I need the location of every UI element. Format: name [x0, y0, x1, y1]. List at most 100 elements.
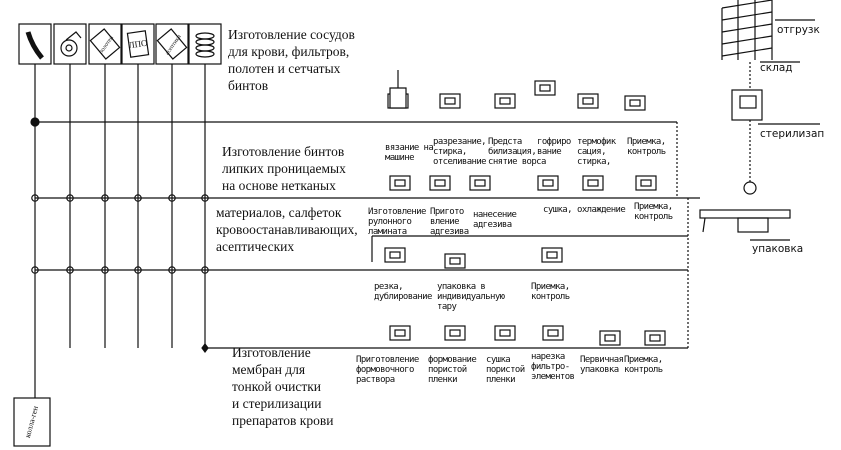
machine-icon: [534, 80, 556, 96]
tag: [156, 28, 188, 60]
fabric-icon: полотен: [88, 23, 122, 65]
machine-panel: [434, 179, 446, 187]
roll: [60, 39, 78, 57]
collagen-box: [13, 397, 51, 447]
junction-dot: [201, 194, 209, 202]
stack-icon: [188, 23, 222, 65]
machine-panel: [604, 334, 616, 342]
junction-dot: [30, 117, 40, 127]
process-label-row2: сушка,: [543, 205, 573, 215]
process-label-row1: разрезание, стирка, отселивание: [433, 137, 487, 167]
shelf: [721, 23, 773, 33]
process-label-row4: Приемка, контроль: [624, 355, 663, 375]
machine-panel: [444, 97, 456, 105]
machine-panel: [389, 251, 401, 259]
disk: [195, 50, 215, 58]
shelf: [721, 35, 773, 45]
machine-panel: [547, 329, 559, 337]
machine-icon: [582, 175, 604, 191]
aseptic-icon: асептики: [155, 23, 189, 65]
machine-panel: [587, 179, 599, 187]
machine-icon: [389, 325, 411, 341]
process-label-row2: Приемка, контроль: [634, 202, 673, 222]
machine-icon: [577, 93, 599, 109]
machine-panel: [449, 257, 461, 265]
sterilizer-window: [739, 95, 757, 109]
machine-panel: [629, 99, 641, 107]
machine-head: [743, 181, 757, 195]
junction-dot: [101, 266, 109, 274]
machine-icon: [624, 95, 646, 111]
label-sterilization: стерилизап: [760, 128, 825, 140]
tag: [89, 28, 121, 60]
process-label-row2: охлаждение: [577, 205, 626, 215]
packaging-machine-icon: [699, 181, 791, 233]
machine-panel: [474, 179, 486, 187]
junction-dot: [66, 266, 74, 274]
process-label-row3: Приемка, контроль: [531, 282, 570, 302]
collagen-label: колла-ген: [23, 404, 40, 438]
junction-diamond: [201, 343, 209, 353]
process-label-row4: сушка пористой пленки: [486, 355, 525, 385]
machine-panel: [640, 179, 652, 187]
machine-icon: [494, 93, 516, 109]
warehouse-rack-icon: [721, 0, 773, 60]
machine-panel: [499, 329, 511, 337]
junction-dot: [31, 266, 39, 274]
machine-panel: [649, 334, 661, 342]
machine-panel: [539, 84, 551, 92]
machine-panel: [546, 251, 558, 259]
sterilizer-icon: [731, 89, 763, 121]
icon-label: полотен: [98, 34, 115, 55]
junction-dot: [134, 194, 142, 202]
process-label-row1: гофриро вание: [537, 137, 571, 157]
machine-icon: [644, 330, 666, 346]
process-label-row2: нанесение адгезива: [473, 210, 517, 230]
leg: [702, 217, 706, 233]
machine-panel: [582, 97, 594, 105]
shelf: [721, 11, 773, 21]
machine-icon: [384, 247, 406, 263]
film-strip: [25, 31, 44, 60]
machine-icon: [444, 253, 466, 269]
section-membranes: Изготовление мембран для тонкой очистки …: [232, 345, 334, 428]
junction-dot: [31, 194, 39, 202]
machine-panel: [542, 179, 554, 187]
machine-icon: [541, 247, 563, 263]
conveyor: [699, 209, 791, 219]
film-strip-icon: [18, 23, 52, 65]
roll-icon: [53, 23, 87, 65]
machine-icon: [635, 175, 657, 191]
process-label-row1: Приемка, контроль: [627, 137, 666, 157]
machine-icon: [444, 325, 466, 341]
icon-label: ЛПО: [128, 38, 149, 51]
machine-panel: [394, 329, 406, 337]
junction-dot: [134, 266, 142, 274]
machine-panel: [394, 179, 406, 187]
machine-icon: [429, 175, 451, 191]
label-warehouse: склад: [760, 62, 793, 74]
collagen-icon: колла-ген: [13, 397, 51, 447]
machine-panel: [449, 329, 461, 337]
machine-icon: [542, 325, 564, 341]
process-label-row2: Пригото вление адгезива: [430, 207, 469, 237]
disk: [195, 38, 215, 46]
icon-box: [53, 23, 87, 65]
junction-dot: [201, 266, 209, 274]
label-shipping: отгрузк: [777, 24, 820, 36]
machine-icon: [494, 325, 516, 341]
machine-icon: [599, 330, 621, 346]
process-label-row1: Предста билизация, снятие ворса: [488, 137, 546, 167]
process-label-row1: вязание на машине: [385, 143, 434, 163]
tag: [126, 30, 150, 58]
shelf: [721, 0, 773, 9]
junction-dot: [168, 194, 176, 202]
machine-base: [737, 217, 769, 233]
process-label-row4: Приготовление формовочного раствора: [356, 355, 419, 385]
process-label-row4: формование пористой пленки: [428, 355, 477, 385]
section-vessels: Изготовление сосудов для крови, фильтров…: [228, 27, 355, 93]
roll-core: [65, 44, 73, 52]
junction-dot: [168, 266, 176, 274]
